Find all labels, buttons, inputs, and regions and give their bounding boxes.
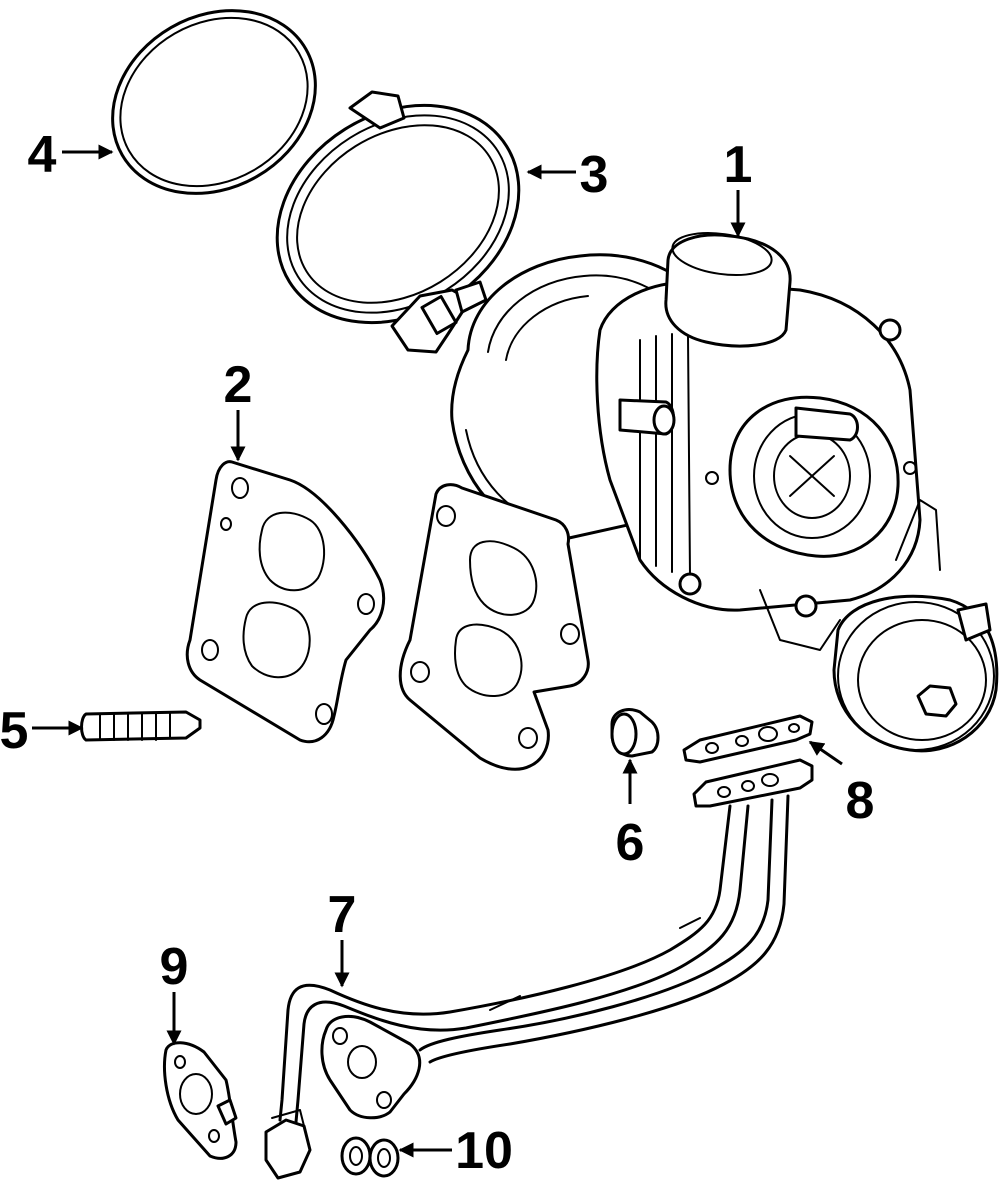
seal-washers-part xyxy=(340,1136,400,1178)
callout-3-number: 3 xyxy=(580,146,609,204)
v-band-clamp-part xyxy=(275,90,521,354)
oil-line-assembly-part xyxy=(264,758,814,1180)
callout-10-number: 10 xyxy=(455,1122,513,1180)
callout-4-number: 4 xyxy=(28,126,57,184)
turbo-gasket-part xyxy=(185,460,386,744)
callout-1-number: 1 xyxy=(724,136,753,194)
return-line-gasket-part xyxy=(163,1041,238,1160)
stud-part xyxy=(80,710,202,742)
callout-7-number: 7 xyxy=(328,886,357,944)
callout-2-number: 2 xyxy=(224,356,253,414)
callout-9-number: 9 xyxy=(160,938,189,996)
callout-8-leader xyxy=(808,740,843,766)
plug-nut-part xyxy=(610,708,660,758)
turbocharger-assembly-part xyxy=(398,232,999,771)
callout-8-number: 8 xyxy=(846,772,875,830)
callout-5-number: 5 xyxy=(0,702,28,760)
o-ring-seal-part xyxy=(111,9,317,195)
oil-line-gasket-part xyxy=(682,714,814,764)
callout-6-number: 6 xyxy=(616,814,645,872)
